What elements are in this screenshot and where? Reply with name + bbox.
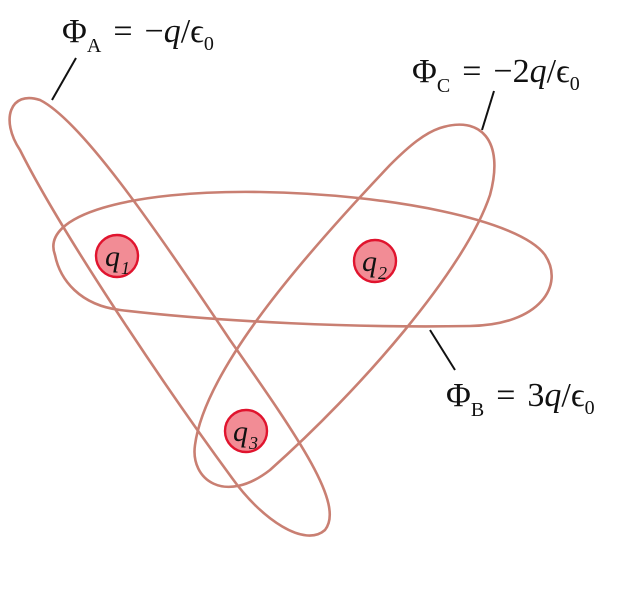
flux-label-b: ΦB = 3q/ϵ0 bbox=[446, 377, 595, 421]
flux-c-eps-sub: 0 bbox=[570, 73, 580, 95]
charge-q3-circle bbox=[223, 408, 269, 454]
gaussian-surface-b bbox=[52, 190, 553, 328]
svg-text:q1: q1 bbox=[105, 240, 130, 278]
charge-q1-sub: 1 bbox=[121, 258, 130, 278]
flux-b-symbol: Φ bbox=[446, 377, 471, 414]
flux-c-rest: /ϵ bbox=[547, 53, 570, 90]
flux-c-prefix: −2 bbox=[493, 53, 529, 90]
flux-b-q: q bbox=[544, 377, 561, 414]
charge-q2-letter: q bbox=[362, 245, 377, 278]
leader-line-c bbox=[481, 90, 495, 131]
leader-line-a bbox=[51, 57, 77, 101]
charge-q2-circle bbox=[352, 238, 398, 284]
flux-a-symbol: Φ bbox=[62, 13, 87, 50]
flux-b-equals: = bbox=[496, 377, 515, 414]
charge-q3-sub: 3 bbox=[248, 433, 258, 453]
charge-q1: q1 bbox=[94, 233, 140, 279]
flux-b-eps-sub: 0 bbox=[585, 397, 595, 419]
gaussian-surface-c bbox=[193, 123, 496, 489]
charge-q2: q2 bbox=[352, 238, 398, 284]
charge-q3: q3 bbox=[223, 408, 269, 454]
charge-q1-circle bbox=[94, 233, 140, 279]
flux-label-c: ΦC = −2q/ϵ0 bbox=[412, 53, 580, 97]
flux-b-rest: /ϵ bbox=[561, 377, 584, 414]
leader-line-b bbox=[429, 329, 456, 371]
flux-a-rest: /ϵ bbox=[181, 13, 204, 50]
flux-b-sub: B bbox=[471, 399, 484, 421]
flux-a-sub: A bbox=[87, 35, 102, 57]
flux-label-a: ΦA =−q/ϵ0 bbox=[62, 13, 214, 57]
flux-a-q: q bbox=[164, 13, 181, 50]
flux-a-equals: = bbox=[113, 13, 132, 50]
gaussian-surface-a bbox=[8, 96, 331, 537]
flux-c-q: q bbox=[530, 53, 547, 90]
svg-text:q3: q3 bbox=[233, 415, 258, 453]
flux-c-symbol: Φ bbox=[412, 53, 437, 90]
charge-q2-sub: 2 bbox=[378, 263, 387, 283]
svg-text:q2: q2 bbox=[362, 245, 387, 283]
flux-c-equals: = bbox=[462, 53, 481, 90]
flux-a-eps-sub: 0 bbox=[204, 33, 214, 55]
flux-a-prefix: − bbox=[145, 13, 164, 50]
charge-q3-letter: q bbox=[233, 415, 248, 448]
charge-q1-letter: q bbox=[105, 240, 120, 273]
flux-b-prefix: 3 bbox=[527, 377, 544, 414]
flux-c-sub: C bbox=[437, 75, 450, 97]
